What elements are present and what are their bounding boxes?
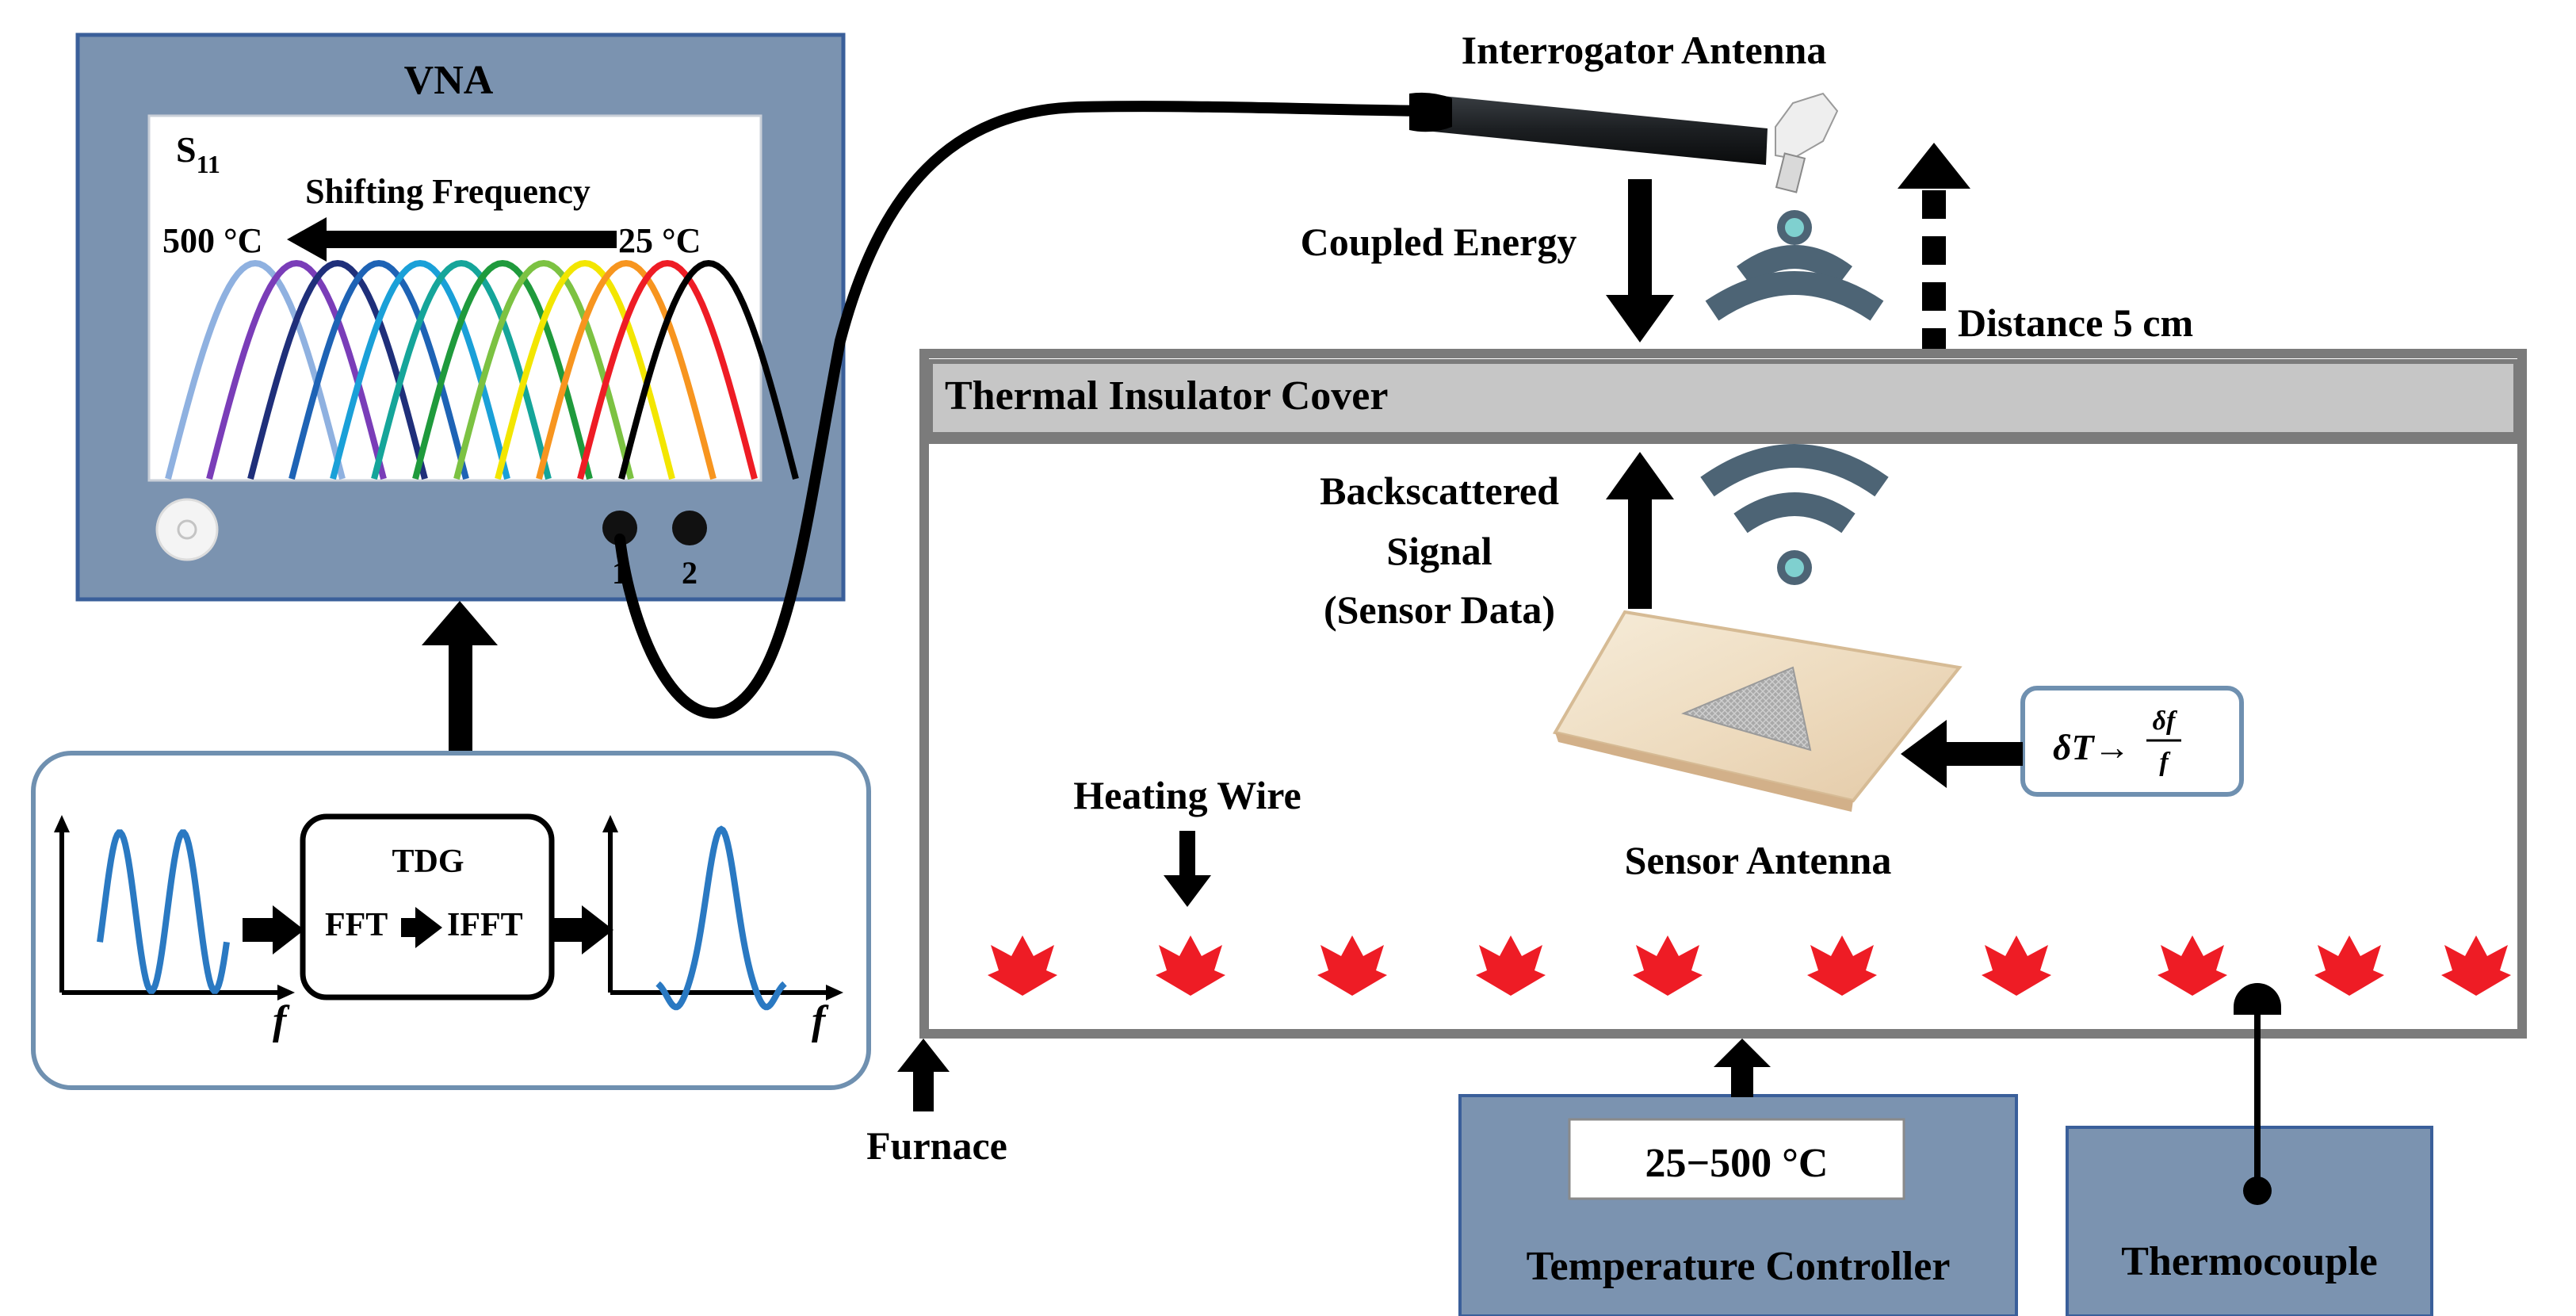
insulator-cover — [928, 359, 2518, 437]
heating-wire-label: Heating Wire — [1073, 773, 1301, 817]
s11-curve — [165, 259, 346, 480]
s11-curve — [247, 259, 428, 480]
port-2-label: 2 — [682, 555, 698, 591]
delta-t-formula: δT→ δf f — [2020, 686, 2244, 797]
furnace-arrow — [897, 1039, 950, 1111]
backscatter-label-1: Backscattered — [1320, 469, 1559, 513]
s11-curve — [453, 259, 634, 480]
coax-cable — [614, 101, 1432, 719]
output-pulse-curve — [655, 825, 787, 1011]
temp-low-label: 25 °C — [618, 221, 701, 260]
backscatter-arrow — [1606, 452, 1674, 609]
temperature-controller: 25−500 °C Temperature Controller — [1458, 1094, 2018, 1316]
backscatter-label-2: Signal — [1386, 529, 1492, 573]
temp-high-label: 500 °C — [162, 221, 262, 260]
input-sine-curve — [97, 829, 230, 994]
heating-element — [2157, 935, 2227, 996]
insulator-label: Thermal Insulator Cover — [945, 373, 1388, 419]
s11-curve — [618, 259, 799, 480]
heating-element — [1807, 935, 1877, 996]
vna-title: VNA — [404, 58, 494, 103]
sensor-antenna-label: Sensor Antenna — [1625, 838, 1892, 882]
output-axis-f: f — [812, 998, 829, 1043]
coupled-energy-label: Coupled Energy — [1301, 220, 1577, 264]
tdg-box — [300, 813, 555, 1000]
furnace-label: Furnace — [866, 1123, 1007, 1168]
shifting-frequency-label: Shifting Frequency — [305, 172, 590, 211]
heating-element — [2441, 935, 2511, 996]
tdg-input-arrow — [243, 905, 304, 954]
output-plot: f — [602, 815, 843, 1043]
s11-curve — [412, 259, 593, 480]
input-plot: f — [54, 815, 295, 1043]
temp-controller-label: Temperature Controller — [1527, 1244, 1951, 1289]
distance-label: Distance 5 cm — [1958, 300, 2193, 345]
delta-f-numerator: δf — [2153, 706, 2178, 736]
s11-curve — [289, 259, 469, 480]
uplink-wifi-icon — [1700, 444, 1889, 585]
heating-element — [988, 935, 1057, 996]
heating-element — [1476, 935, 1546, 996]
s11-label: S11 — [176, 129, 220, 178]
heating-element — [1317, 935, 1387, 996]
temp-display — [1568, 1118, 1905, 1200]
controller-arrow — [1714, 1039, 1771, 1097]
interrogator-label: Interrogator Antenna — [1462, 28, 1827, 72]
thermocouple: Thermocouple — [2066, 983, 2433, 1316]
heating-element — [2314, 935, 2384, 996]
shift-arrow — [287, 217, 617, 262]
delta-t-arrow — [1901, 720, 2023, 788]
s11-curve — [536, 259, 717, 480]
s11-curve — [330, 259, 510, 480]
power-button[interactable] — [155, 498, 219, 561]
coupled-energy-arrow — [1606, 179, 1674, 342]
heating-element — [1156, 935, 1225, 996]
delta-f-denominator: f — [2159, 748, 2171, 777]
ifft-label: IFFT — [447, 907, 523, 943]
thermocouple-label: Thermocouple — [2121, 1239, 2378, 1284]
sensor-antenna — [1552, 610, 1963, 812]
s11-curve — [371, 259, 552, 480]
heating-element — [1633, 935, 1703, 996]
s11-curves — [165, 259, 799, 480]
vna-port-1[interactable] — [602, 511, 637, 545]
s11-curve — [577, 259, 758, 480]
heating-elements — [988, 935, 2511, 996]
s11-curve — [495, 259, 675, 480]
downlink-wifi-icon — [1705, 210, 1884, 321]
delta-t-text: δT→ — [2053, 727, 2131, 767]
vna-instrument: VNA S11 Shifting Frequency 500 °C 25 °C … — [75, 33, 846, 602]
s11-curve — [206, 259, 387, 480]
input-axis-f: f — [273, 998, 290, 1043]
heating-wire-arrow — [1164, 831, 1211, 907]
fft-arrow — [401, 907, 442, 948]
heating-element — [1982, 935, 2051, 996]
backscatter-label-3: (Sensor Data) — [1324, 587, 1555, 632]
tdg-to-vna-arrow — [422, 601, 498, 753]
sensor-triangle-patch — [1680, 666, 1812, 752]
tdg-title: TDG — [392, 844, 464, 880]
interrogator-antenna — [1409, 92, 1839, 193]
fft-label: FFT — [325, 907, 388, 943]
tdg-output-arrow — [552, 905, 613, 954]
tdg-panel: f TDG FFT IFFT f — [31, 751, 871, 1090]
power-icon — [177, 519, 197, 540]
vna-port-2[interactable] — [672, 511, 707, 545]
temp-range-text: 25−500 °C — [1645, 1141, 1829, 1186]
